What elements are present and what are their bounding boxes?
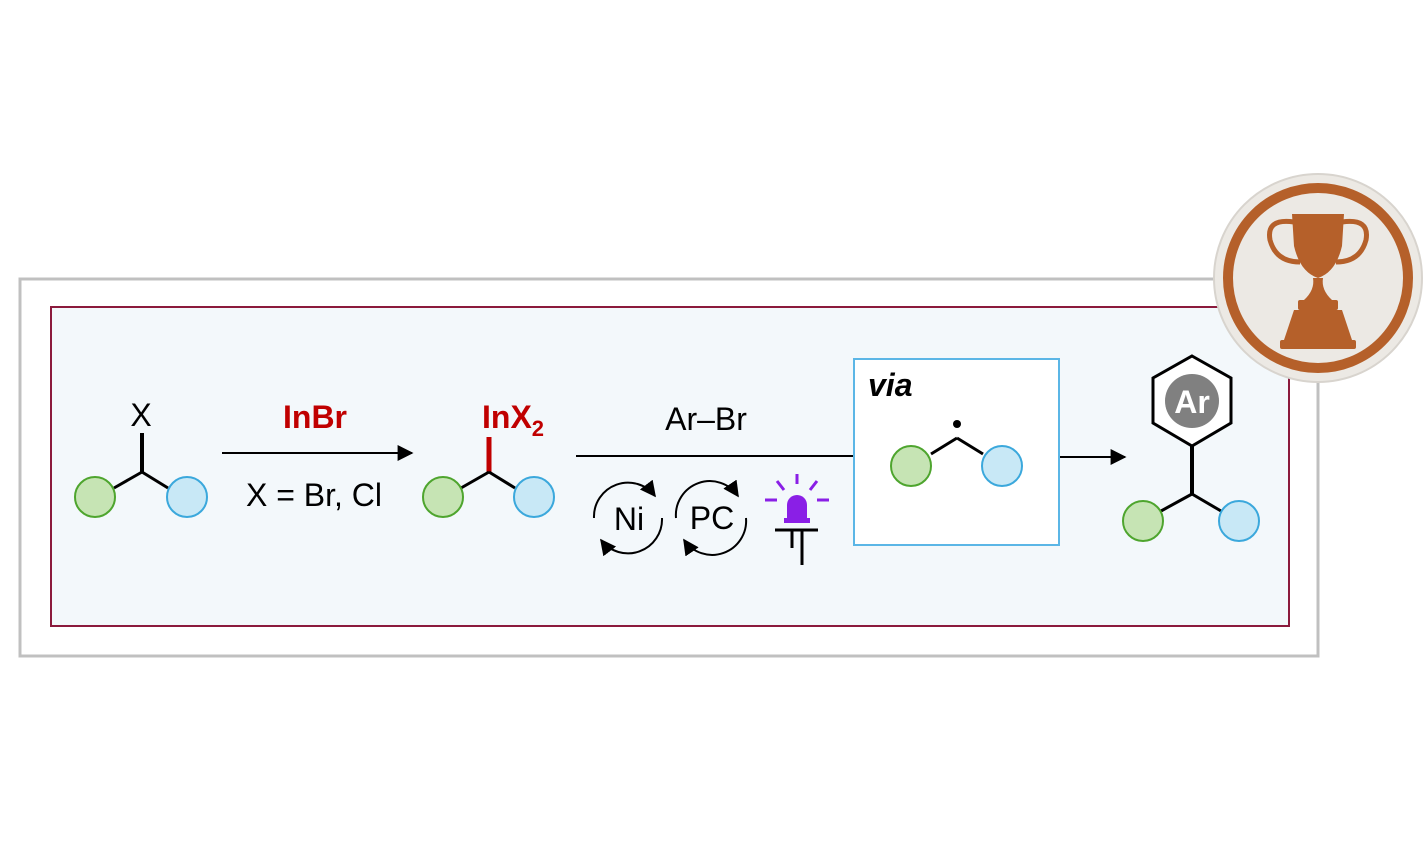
step2-arrow-group: Ar–Br Ni PC [576,401,853,565]
badge-ring [1223,183,1413,373]
green-substituent [890,445,932,487]
blue-substituent [513,476,555,518]
via-radical-box: via [853,358,1060,546]
inx2-label: InX2 [482,399,544,441]
inbr-reagent-label: InBr [283,399,347,435]
pc-label: PC [690,500,734,536]
green-substituent [74,476,116,518]
via-label: via [868,367,912,403]
trophy-icon [1213,173,1423,383]
outer-frame [18,277,1320,658]
aryl-bromide-label: Ar–Br [665,401,747,437]
blue-substituent [1218,500,1260,542]
radical-dot [953,420,961,428]
purple-led-icon [765,474,829,565]
ni-catalytic-cycle: Ni [592,479,664,557]
arylated-product: Ar [1122,354,1260,542]
inx2-main: InX [482,399,532,435]
ni-label: Ni [614,501,644,537]
green-substituent [422,476,464,518]
halide-conditions-label: X = Br, Cl [246,477,382,513]
blue-substituent [981,445,1023,487]
ar-circle [1165,374,1219,428]
green-substituent [1122,500,1164,542]
ar-label: Ar [1174,384,1210,420]
via-box-frame [853,358,1060,546]
photocatalyst-cycle: PC [674,479,748,557]
halide-label: X [130,397,151,433]
scheme-panel [50,306,1290,627]
substrate-molecule: X [74,397,208,518]
step1-arrow-group: InBr X = Br, Cl [222,399,414,513]
inx2-subscript: 2 [532,416,544,441]
organoindium-intermediate: InX2 [422,399,555,518]
blue-substituent [166,476,208,518]
